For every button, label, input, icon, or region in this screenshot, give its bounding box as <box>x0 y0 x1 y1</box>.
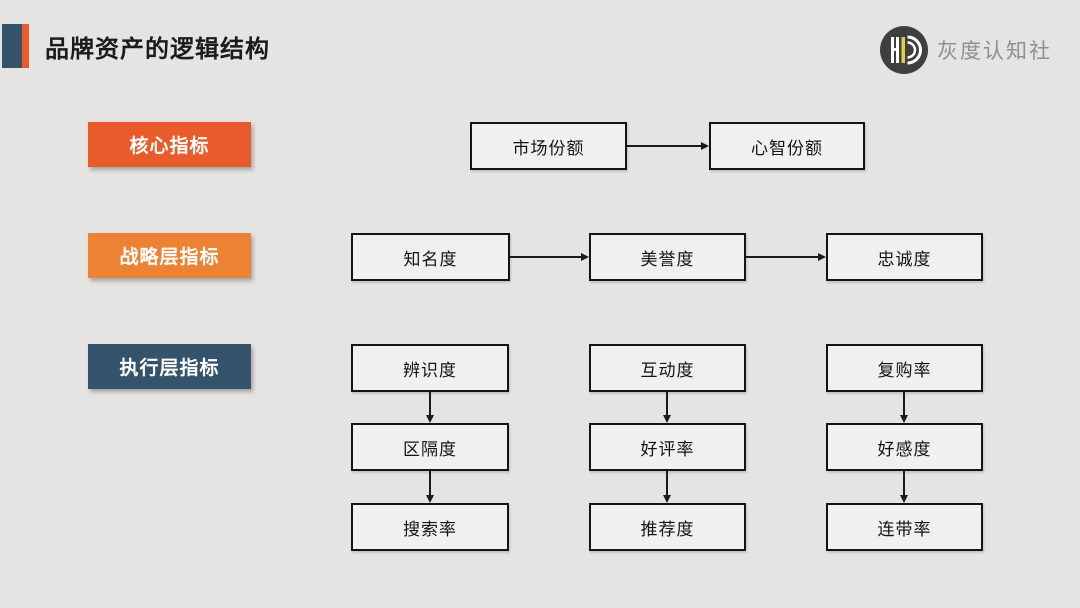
node-reputation: 美誉度 <box>589 233 746 281</box>
tag-execution-indicators: 执行层指标 <box>88 344 251 389</box>
node-loyalty: 忠诚度 <box>826 233 983 281</box>
node-recommendation: 推荐度 <box>589 503 746 551</box>
node-favorability: 好感度 <box>826 423 983 471</box>
node-interaction: 互动度 <box>589 344 746 392</box>
connector-arrow-down <box>903 471 905 495</box>
tag-strategy-indicators: 战略层指标 <box>88 233 251 278</box>
node-repurchase-rate: 复购率 <box>826 344 983 392</box>
connector-arrow-right <box>627 145 701 147</box>
logo-text: 灰度认知社 <box>937 40 1052 63</box>
node-differentiation: 区隔度 <box>351 423 509 471</box>
connector-arrow-down <box>666 392 668 415</box>
page-title: 品牌资产的逻辑结构 <box>45 35 270 63</box>
connector-arrow-down <box>429 392 431 415</box>
logo-monogram-icon <box>880 26 928 74</box>
connector-arrow-down <box>666 471 668 495</box>
connector-arrow-right <box>746 256 818 258</box>
node-search-rate: 搜索率 <box>351 503 509 551</box>
connector-arrow-down <box>429 471 431 495</box>
node-market-share: 市场份额 <box>470 122 627 170</box>
tag-core-indicators: 核心指标 <box>88 122 251 167</box>
title-accent-navy-bar <box>2 24 22 68</box>
node-recognition: 辨识度 <box>351 344 509 392</box>
connector-arrow-down <box>903 392 905 415</box>
node-positive-review-rate: 好评率 <box>589 423 746 471</box>
title-accent-orange-bar <box>22 24 29 68</box>
node-mind-share: 心智份额 <box>709 122 865 170</box>
connector-arrow-right <box>510 256 581 258</box>
brand-logo: 灰度认知社 <box>879 24 1052 76</box>
node-awareness: 知名度 <box>351 233 510 281</box>
node-attachment-rate: 连带率 <box>826 503 983 551</box>
